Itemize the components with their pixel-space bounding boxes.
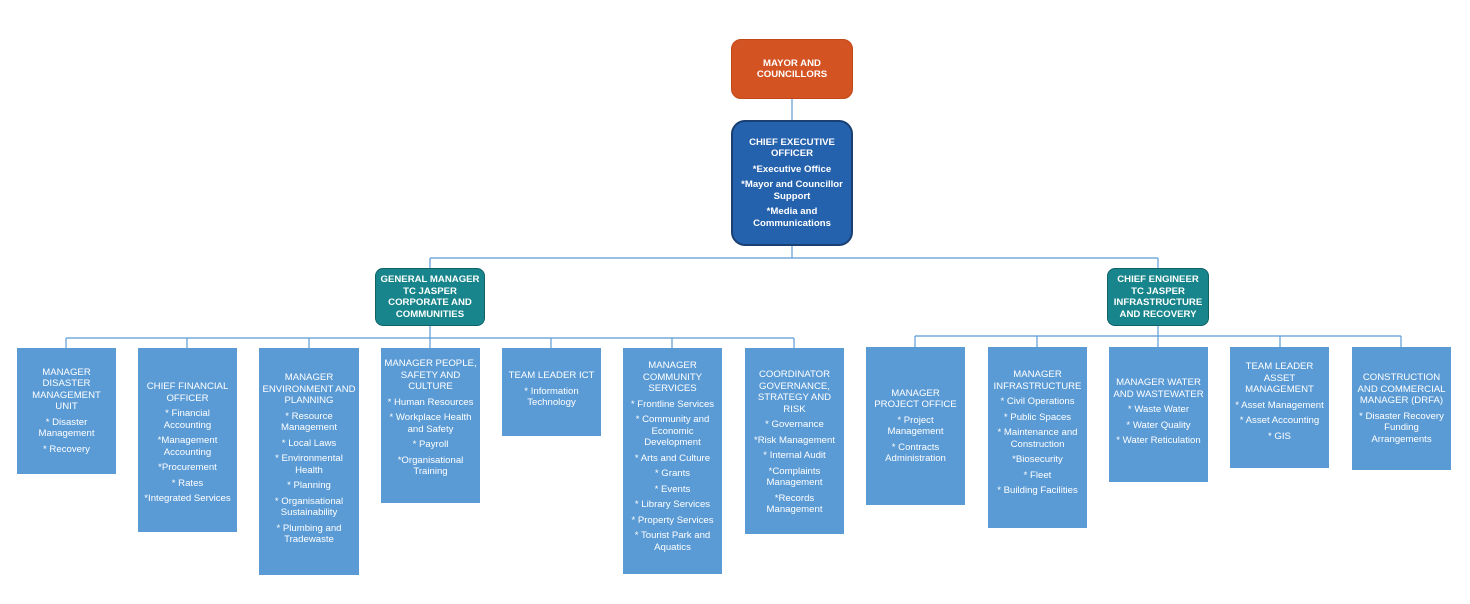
gm-infrastructure-box: CHIEF ENGINEER TC JASPER INFRASTRUCTURE … [1107, 268, 1209, 326]
dept-item: * Fleet [1023, 469, 1052, 481]
dept-title: MANAGER PROJECT OFFICE [874, 387, 957, 411]
dept-item: *Complaints Management [766, 465, 823, 489]
dept-item: * Planning [287, 480, 331, 491]
dept-item: * Financial Accounting [163, 408, 212, 431]
dept-item: *Integrated Services [144, 493, 231, 504]
dept-title: COORDINATOR GOVERNANCE, STRATEGY AND RIS… [757, 369, 832, 415]
gm-corporate-box: GENERAL MANAGER TC JASPER CORPORATE AND … [375, 268, 485, 326]
dept-item: * Water Reticulation [1116, 435, 1201, 446]
ceo-box: CHIEF EXECUTIVE OFFICER *Executive Offic… [731, 120, 853, 246]
dept-item: * Library Services [634, 499, 711, 510]
dept-item: *Organisational Training [397, 454, 464, 478]
dept-construction-commercial-box: CONSTRUCTION AND COMMERCIAL MANAGER (DRF… [1352, 347, 1451, 470]
dept-title: CHIEF FINANCIAL OFFICER [146, 381, 229, 404]
dept-item: * Tourist Park and Aquatics [634, 530, 711, 553]
dept-item: * Human Resources [387, 396, 474, 408]
gm-corporate-title: GENERAL MANAGER TC JASPER CORPORATE AND … [380, 274, 480, 320]
mayor-and-councillors-box: MAYOR AND COUNCILLORS [731, 39, 853, 99]
dept-item: * Water Quality [1126, 419, 1191, 431]
dept-cfo-box: CHIEF FINANCIAL OFFICER * Financial Acco… [138, 348, 237, 532]
dept-item: * Building Facilities [997, 485, 1078, 496]
dept-item: * Asset Accounting [1239, 415, 1320, 426]
dept-item: *Risk Management [753, 434, 836, 446]
dept-item: * Arts and Culture [634, 452, 711, 464]
ceo-item: *Executive Office [752, 163, 832, 175]
mayor-title: MAYOR AND COUNCILLORS [756, 57, 828, 81]
dept-item: * Governance [765, 419, 824, 430]
dept-title: MANAGER DISASTER MANAGEMENT UNIT [32, 366, 101, 413]
dept-ict-box: TEAM LEADER ICT * Information Technology [502, 348, 601, 436]
dept-item: * Contracts Administration [885, 441, 946, 465]
dept-item: * Asset Management [1235, 399, 1324, 411]
dept-item: * Civil Operations [1000, 396, 1075, 407]
dept-item: * Environmental Health [275, 453, 343, 476]
dept-item: * Organisational Sustainability [274, 495, 344, 519]
dept-item: * Recovery [43, 443, 90, 455]
dept-people-safety-box: MANAGER PEOPLE, SAFETY AND CULTURE * Hum… [381, 348, 480, 503]
dept-item: *Management Accounting [157, 435, 218, 458]
dept-project-office-box: MANAGER PROJECT OFFICE * Project Managem… [866, 347, 965, 505]
dept-item: * Payroll [412, 439, 449, 450]
dept-item: *Records Management [766, 492, 823, 516]
dept-asset-management-box: TEAM LEADER ASSET MANAGEMENT * Asset Man… [1230, 347, 1329, 468]
dept-item: * Frontline Services [630, 398, 715, 410]
dept-title: MANAGER COMMUNITY SERVICES [642, 360, 703, 394]
dept-title: MANAGER PEOPLE, SAFETY AND CULTURE [384, 358, 477, 392]
dept-title: CONSTRUCTION AND COMMERCIAL MANAGER (DRF… [1357, 372, 1446, 406]
dept-item: * Local Laws [281, 437, 337, 449]
ceo-item: *Mayor and Councillor Support [741, 179, 843, 202]
dept-item: * Maintenance and Construction [997, 427, 1078, 450]
dept-environment-planning-box: MANAGER ENVIRONMENT AND PLANNING * Resou… [259, 348, 359, 575]
dept-item: * Community and Economic Development [635, 414, 710, 448]
dept-title: MANAGER WATER AND WASTEWATER [1113, 377, 1204, 400]
dept-title: MANAGER INFRASTRUCTURE [993, 369, 1082, 392]
ceo-title: CHIEF EXECUTIVE OFFICER [749, 136, 835, 160]
dept-title: MANAGER ENVIRONMENT AND PLANNING [262, 372, 356, 406]
dept-item: * Waste Water [1127, 404, 1190, 415]
dept-item: * Public Spaces [1003, 411, 1072, 423]
dept-item: * Information Technology [524, 385, 579, 409]
dept-item: * Resource Management [281, 410, 337, 434]
dept-item: * Disaster Recovery Funding Arrangements [1359, 410, 1444, 445]
dept-item: * Rates [171, 477, 204, 489]
dept-item: * Project Management [887, 414, 944, 438]
dept-item: *Biosecurity [1012, 454, 1063, 465]
dept-item: * Internal Audit [763, 450, 826, 461]
dept-item: * Disaster Management [38, 416, 95, 440]
dept-governance-box: COORDINATOR GOVERNANCE, STRATEGY AND RIS… [745, 348, 844, 534]
dept-item: * Grants [654, 468, 691, 479]
dept-item: * Workplace Health and Safety [389, 412, 472, 435]
dept-item: * Events [654, 483, 691, 495]
dept-item: *Procurement [158, 462, 217, 473]
dept-title: TEAM LEADER ICT [508, 370, 595, 381]
dept-title: TEAM LEADER ASSET MANAGEMENT [1245, 361, 1314, 395]
dept-infrastructure-box: MANAGER INFRASTRUCTURE * Civil Operation… [988, 347, 1087, 528]
dept-item: * GIS [1268, 430, 1291, 442]
dept-item: * Property Services [631, 514, 714, 526]
dept-item: * Plumbing and Tradewaste [276, 522, 342, 546]
ceo-item: *Media and Communications [753, 206, 831, 229]
dept-water-box: MANAGER WATER AND WASTEWATER * Waste Wat… [1109, 347, 1208, 482]
dept-community-services-box: MANAGER COMMUNITY SERVICES * Frontline S… [623, 348, 722, 574]
gm-infrastructure-title: CHIEF ENGINEER TC JASPER INFRASTRUCTURE … [1113, 274, 1203, 320]
dept-disaster-management-box: MANAGER DISASTER MANAGEMENT UNIT * Disas… [17, 348, 116, 474]
